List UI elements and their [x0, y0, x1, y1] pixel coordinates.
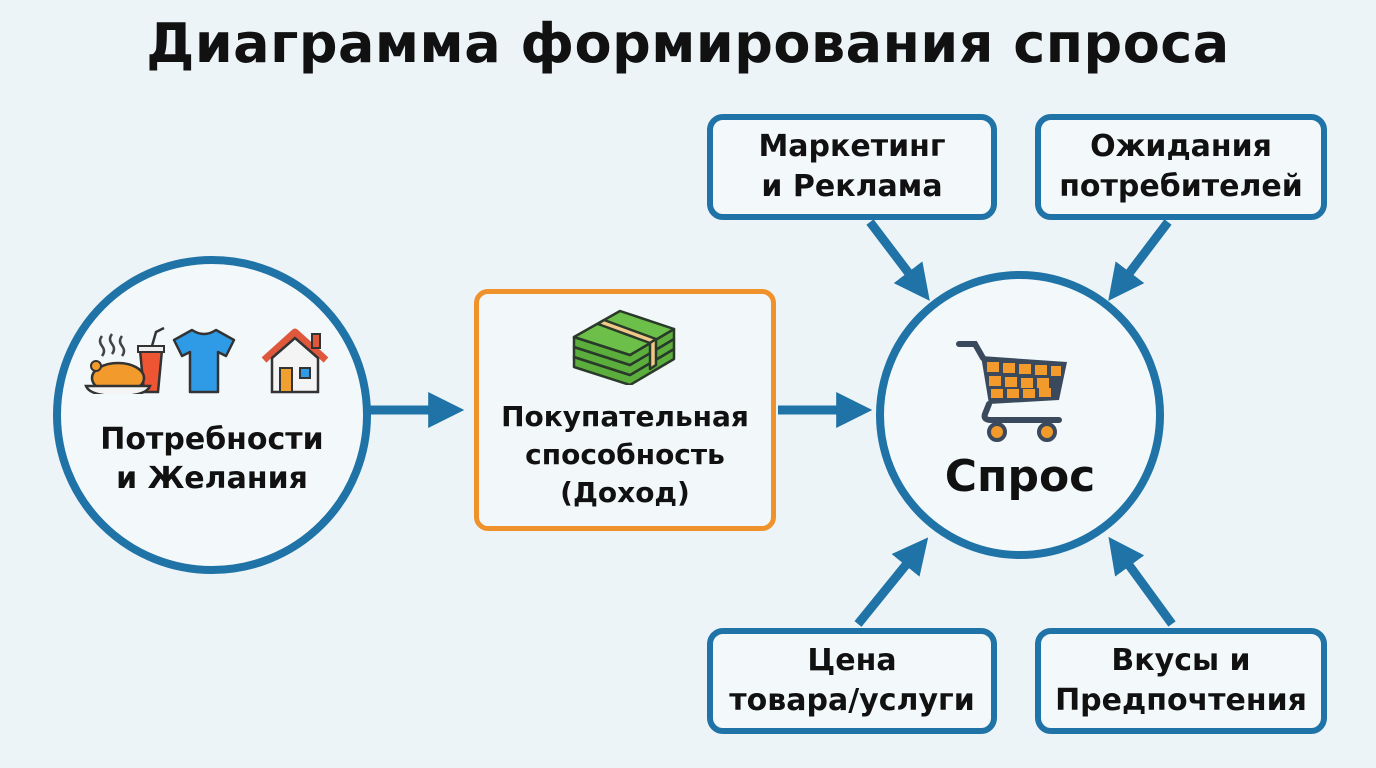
arrow-marketing-to-demand	[866, 219, 930, 301]
price-label-line2: товара/услуги	[729, 683, 975, 718]
expectations-label-line2: потребителей	[1059, 169, 1303, 204]
needs-circle	[53, 256, 371, 574]
demand-label: Спрос	[944, 451, 1096, 502]
shopping-cart-icon	[956, 341, 1067, 442]
expectations-label-line1: Ожидания	[1090, 128, 1272, 164]
marketing-box: Маркетинг и Реклама	[707, 114, 997, 220]
needs-icons	[84, 326, 329, 394]
tshirt-icon	[172, 328, 236, 394]
price-box: Цена товара/услуги	[707, 628, 997, 734]
money-stack-icon	[572, 309, 676, 385]
tastes-label-line1: Вкусы и	[1111, 642, 1251, 678]
needs-label: Потребности и Желания	[62, 420, 362, 498]
arrow-tastes-to-demand	[1108, 536, 1176, 627]
arrow-price-to-demand	[854, 537, 929, 627]
arrow-expectations-to-demand	[1108, 219, 1172, 301]
income-label-line1: Покупательная	[501, 400, 749, 433]
income-label-line2: способность	[525, 437, 725, 471]
needs-label-line1: Потребности	[100, 422, 324, 457]
income-label: Покупательная способность (Доход)	[474, 398, 776, 511]
tastes-label-line2: Предпочтения	[1055, 683, 1307, 718]
tastes-box: Вкусы и Предпочтения	[1035, 628, 1327, 734]
marketing-label-line2: и Реклама	[761, 169, 943, 204]
needs-label-line2: и Желания	[116, 461, 308, 496]
demand-circle	[876, 271, 1164, 559]
income-label-line3: (Доход)	[560, 475, 690, 509]
expectations-box: Ожидания потребителей	[1035, 114, 1327, 220]
price-label-line1: Цена	[807, 642, 897, 678]
marketing-label-line1: Маркетинг	[758, 128, 946, 164]
page-title: Диаграмма формирования спроса	[146, 12, 1230, 75]
house-icon	[261, 328, 329, 394]
food-icon	[84, 326, 165, 394]
